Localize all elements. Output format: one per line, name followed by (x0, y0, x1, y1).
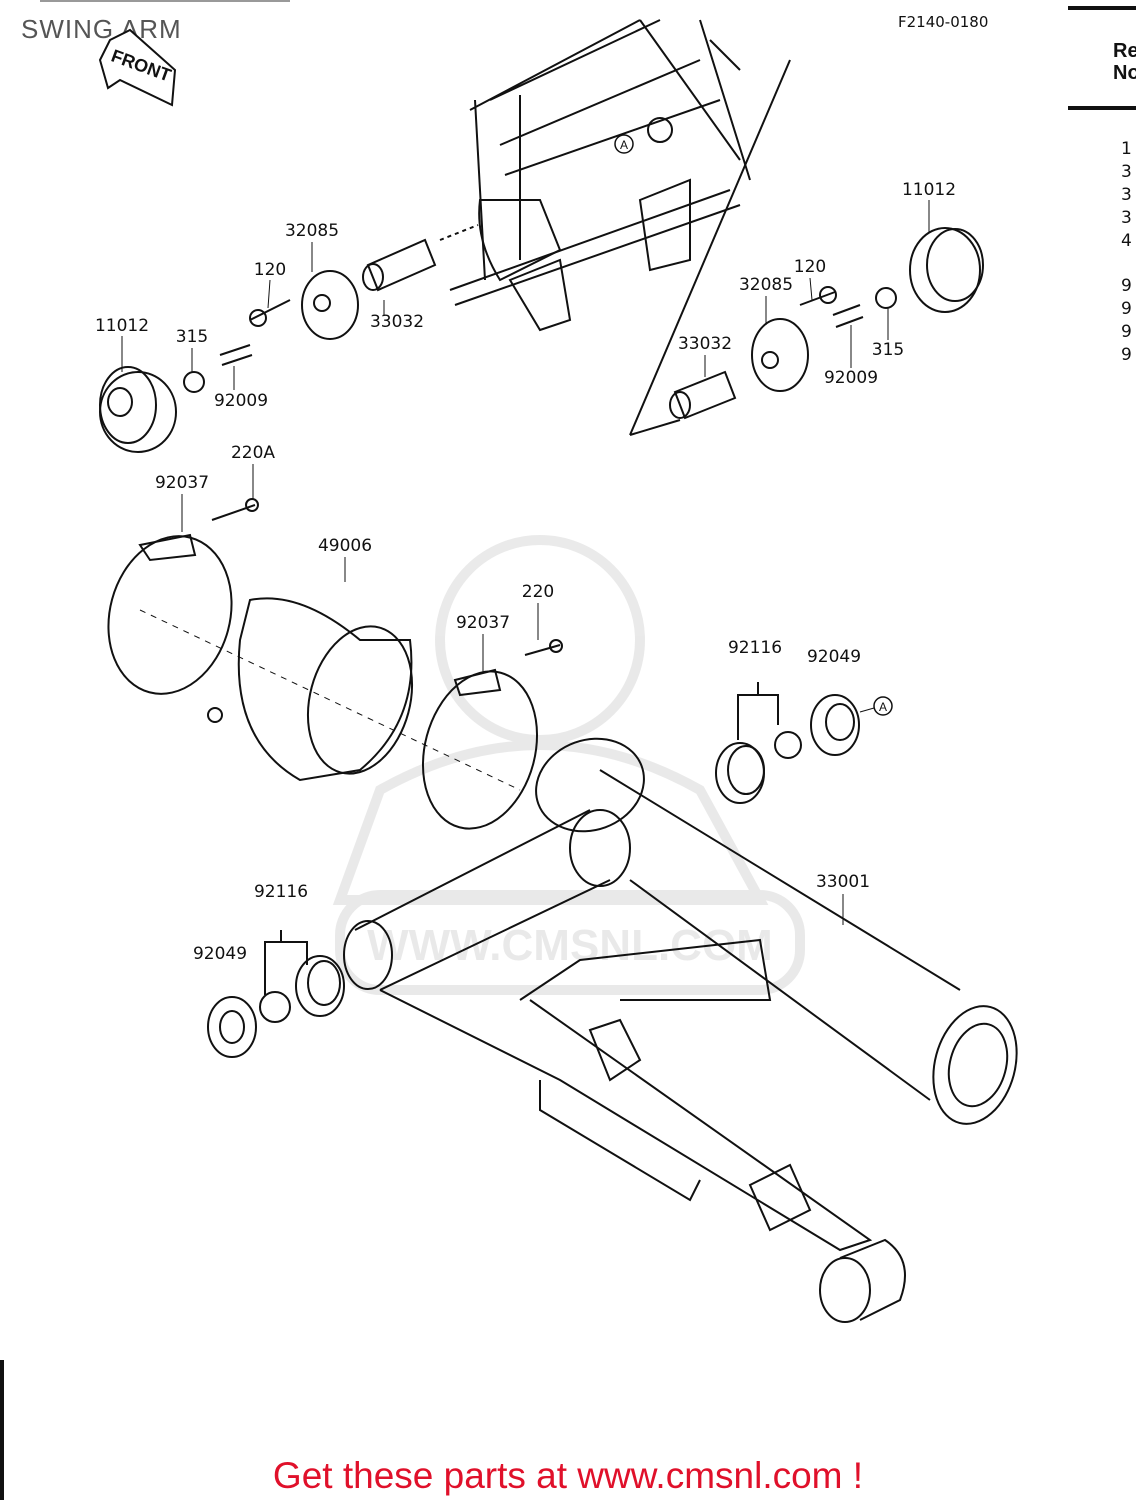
boot-and-clamps (107, 498, 563, 830)
part-label: 92037 (154, 473, 210, 493)
part-label: 32085 (284, 221, 340, 241)
part-label: 33001 (815, 872, 871, 892)
part-label: 92049 (806, 647, 862, 667)
ref-number: 9 (1121, 322, 1132, 342)
part-label: 11012 (901, 180, 957, 200)
ref-number: 1 (1121, 139, 1132, 159)
front-arrow-icon: FRONT (98, 28, 177, 107)
part-label: 49006 (317, 536, 373, 556)
leader-lines (121, 200, 930, 925)
reference-table: Re No 1 3 3 3 4 9 9 9 9 (1068, 6, 1136, 367)
right-pivot-parts (669, 227, 984, 420)
table-rule (1068, 106, 1136, 110)
frame-section (449, 19, 791, 436)
part-label: 92009 (823, 368, 879, 388)
part-label: 92116 (727, 638, 783, 658)
footer-link[interactable]: Get these parts at www.cmsnl.com ! (272, 1455, 864, 1496)
figure-code: F2140-0180 (898, 13, 989, 31)
ref-number: 3 (1121, 162, 1132, 182)
ref-number: 9 (1121, 345, 1132, 365)
part-label: 315 (175, 327, 209, 347)
part-label: 92009 (213, 391, 269, 411)
svg-text:A: A (620, 138, 628, 152)
callout-a2: A (859, 696, 893, 716)
ref-number: 3 (1121, 208, 1132, 228)
part-label: 92049 (192, 944, 248, 964)
ref-number: 9 (1121, 299, 1132, 319)
part-label: 92116 (253, 882, 309, 902)
part-label: 315 (871, 340, 905, 360)
ref-number: 4 (1121, 231, 1132, 251)
part-label: 33032 (369, 312, 425, 332)
part-label: 120 (253, 260, 287, 280)
bearings (207, 682, 860, 1058)
callout-a1: A (614, 134, 634, 154)
table-header: No (1113, 62, 1136, 84)
top-divider (40, 0, 290, 2)
left-pivot-parts (99, 224, 479, 453)
page-title: SWING ARM (21, 14, 182, 44)
part-label: 11012 (94, 316, 150, 336)
part-label: 92037 (455, 613, 511, 633)
left-edge-bar (0, 1360, 4, 1500)
ref-number: 9 (1121, 276, 1132, 296)
watermark-logo: WWW.CMSNL.COM (332, 535, 805, 995)
table-rule (1068, 6, 1136, 10)
part-label: 32085 (738, 275, 794, 295)
part-label: 33032 (677, 334, 733, 354)
svg-text:A: A (879, 700, 887, 714)
table-header: Re (1113, 40, 1136, 62)
part-label: 120 (793, 257, 827, 277)
ref-number: 3 (1121, 185, 1132, 205)
part-label: 220A (230, 443, 276, 463)
swing-arm-33001 (343, 737, 1018, 1323)
part-label: 220 (521, 582, 555, 602)
